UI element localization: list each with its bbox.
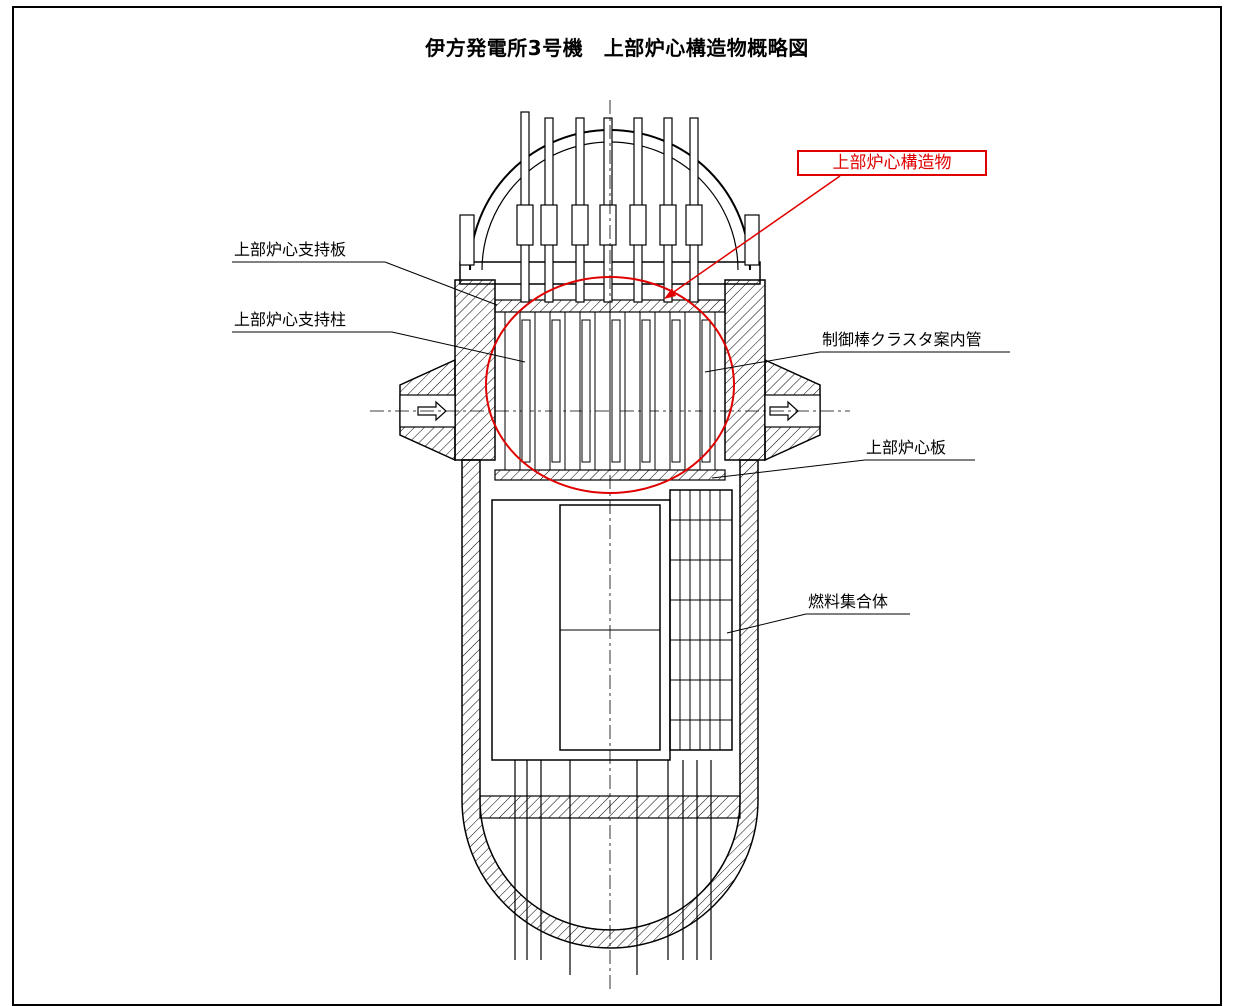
callout-arrow xyxy=(664,175,841,299)
leader-fuel-assembly xyxy=(726,613,910,634)
inlet-nozzle xyxy=(399,358,456,462)
leader-upper-core-plate xyxy=(711,459,975,479)
leader-upper-core-support-plate xyxy=(232,261,498,306)
label-rcca-guide-tube: 制御棒クラスタ案内管 xyxy=(822,330,982,349)
diagram-title: 伊方発電所3号機 上部炉心構造物概略図 xyxy=(425,36,809,60)
upper-internals-callout: 上部炉心構造物 xyxy=(797,150,987,176)
vessel-shell xyxy=(454,129,766,949)
leader-upper-core-support-column xyxy=(232,331,526,363)
label-fuel-assembly: 燃料集合体 xyxy=(808,592,889,611)
instrument-tubes xyxy=(514,760,712,975)
label-upper-core-plate: 上部炉心板 xyxy=(866,438,947,457)
label-upper-core-support-plate: 上部炉心支持板 xyxy=(234,240,347,259)
outlet-nozzle xyxy=(764,358,821,462)
drive-housings xyxy=(459,111,760,303)
label-upper-core-support-column: 上部炉心支持柱 xyxy=(234,310,347,329)
leader-rcca-guide-tube xyxy=(704,351,1010,373)
upper-internals-highlight xyxy=(485,276,735,494)
